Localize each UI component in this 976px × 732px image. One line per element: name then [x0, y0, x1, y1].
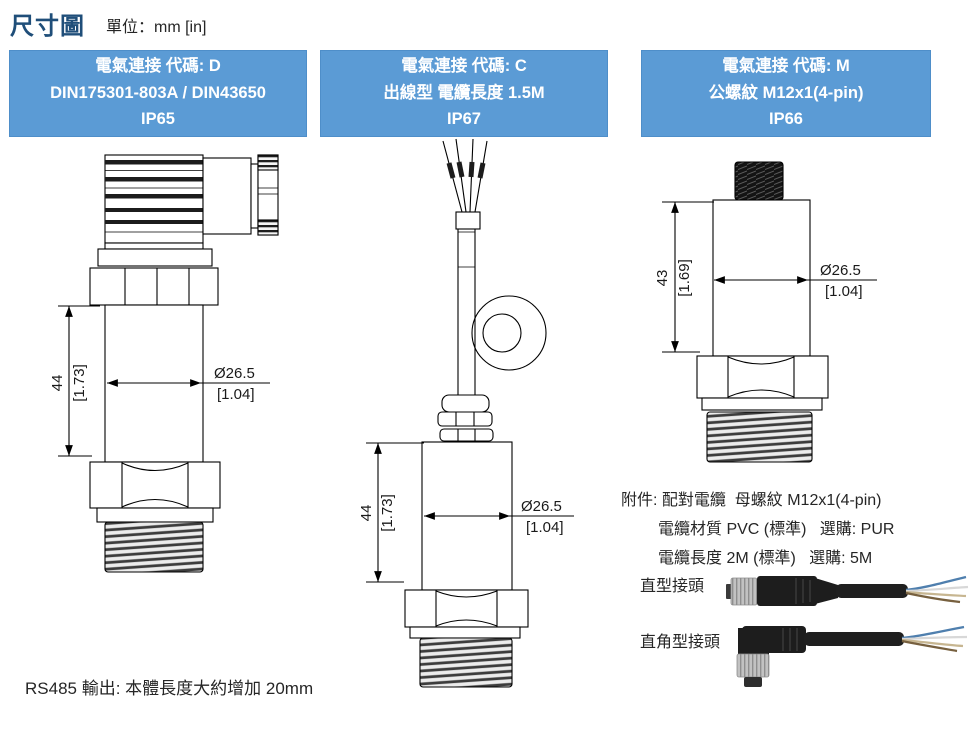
din-plug-icon	[104, 154, 279, 244]
header-m-line3: IP66	[769, 109, 803, 128]
straight-connector-label: 直型接頭	[640, 578, 705, 595]
header-d-line2: DIN175301-803A / DIN43650	[50, 83, 266, 102]
cable-dim-dia-in: [1.04]	[526, 519, 564, 536]
header-c-line1: 電氣連接 代碼: C	[401, 57, 527, 76]
rs485-note: RS485 輸出: 本體長度大約增加 20mm	[25, 679, 314, 698]
m12-dim-dia-mm: Ø26.5	[820, 262, 861, 279]
header-c-line2: 出線型 電纜長度 1.5M	[383, 83, 545, 102]
din-flange	[97, 248, 213, 267]
accessory-cable-material: 電纜材質 PVC (標準) 選購: PUR	[658, 521, 895, 538]
din-dim-dia-mm: Ø26.5	[214, 365, 255, 382]
straight-connector-wires	[905, 575, 969, 604]
m12-step-ring	[701, 397, 823, 411]
cable-transmitter-drawing	[366, 138, 574, 688]
din-dim-dia-in: [1.04]	[217, 386, 255, 403]
page-title: 尺寸圖	[10, 13, 85, 40]
m12-body-cylinder	[712, 199, 811, 357]
right-angle-connector-label: 直角型接頭	[640, 634, 721, 651]
din-step-ring	[96, 507, 214, 523]
cable-height-dimension	[366, 442, 424, 583]
m12-process-thread	[706, 411, 813, 463]
cable-process-thread	[419, 637, 513, 688]
din-transmitter-drawing	[58, 154, 279, 573]
m12-male-thread-icon	[734, 161, 784, 201]
header-m-line1: 電氣連接 代碼: M	[722, 57, 850, 76]
cable-hex-nut	[404, 589, 529, 628]
din-gland-nut	[89, 267, 219, 306]
cable-gland-icon	[437, 394, 494, 442]
din-dim-height-mm: 44	[49, 375, 66, 392]
din-dim-height-in: [1.73]	[71, 364, 88, 402]
m12-dim-dia-in: [1.04]	[825, 283, 863, 300]
unit-label: 單位：mm [in]	[106, 19, 207, 36]
header-m-line2: 公螺紋 M12x1(4-pin)	[708, 83, 864, 102]
m12-transmitter-drawing	[662, 161, 877, 463]
m12-dim-height-in: [1.69]	[676, 259, 693, 297]
header-connection-code-d: 電氣連接 代碼: D DIN175301-803A / DIN43650 IP6…	[9, 50, 307, 137]
header-connection-code-m: 電氣連接 代碼: M 公螺紋 M12x1(4-pin) IP66	[641, 50, 931, 137]
din-hex-nut	[89, 461, 221, 509]
m12-dim-height-mm: 43	[654, 270, 671, 287]
cable-step-ring	[409, 626, 521, 639]
din-height-dimension	[58, 305, 100, 457]
right-angle-connector-wires	[901, 625, 968, 653]
cable-dim-height-in: [1.73]	[379, 494, 396, 532]
accessory-cable-title: 附件: 配對電纜 母螺紋 M12x1(4-pin)	[621, 492, 882, 509]
header-c-line3: IP67	[447, 109, 481, 128]
accessory-cable-length: 電纜長度 2M (標準) 選購: 5M	[658, 550, 873, 567]
din-process-thread	[104, 521, 204, 573]
header-d-line1: 電氣連接 代碼: D	[95, 57, 221, 76]
header-connection-code-c: 電氣連接 代碼: C 出線型 電纜長度 1.5M IP67	[320, 50, 608, 137]
din-neck	[104, 242, 204, 250]
m12-height-dimension	[662, 201, 714, 353]
right-angle-connector-photo	[736, 625, 968, 687]
straight-connector-photo	[726, 575, 969, 606]
m12-hex-nut	[696, 355, 829, 399]
cable-dim-height-mm: 44	[358, 505, 375, 522]
cable-with-loop	[455, 211, 547, 395]
lead-wires-icon	[442, 138, 488, 213]
cable-dim-dia-mm: Ø26.5	[521, 498, 562, 515]
header-d-line3: IP65	[141, 109, 175, 128]
